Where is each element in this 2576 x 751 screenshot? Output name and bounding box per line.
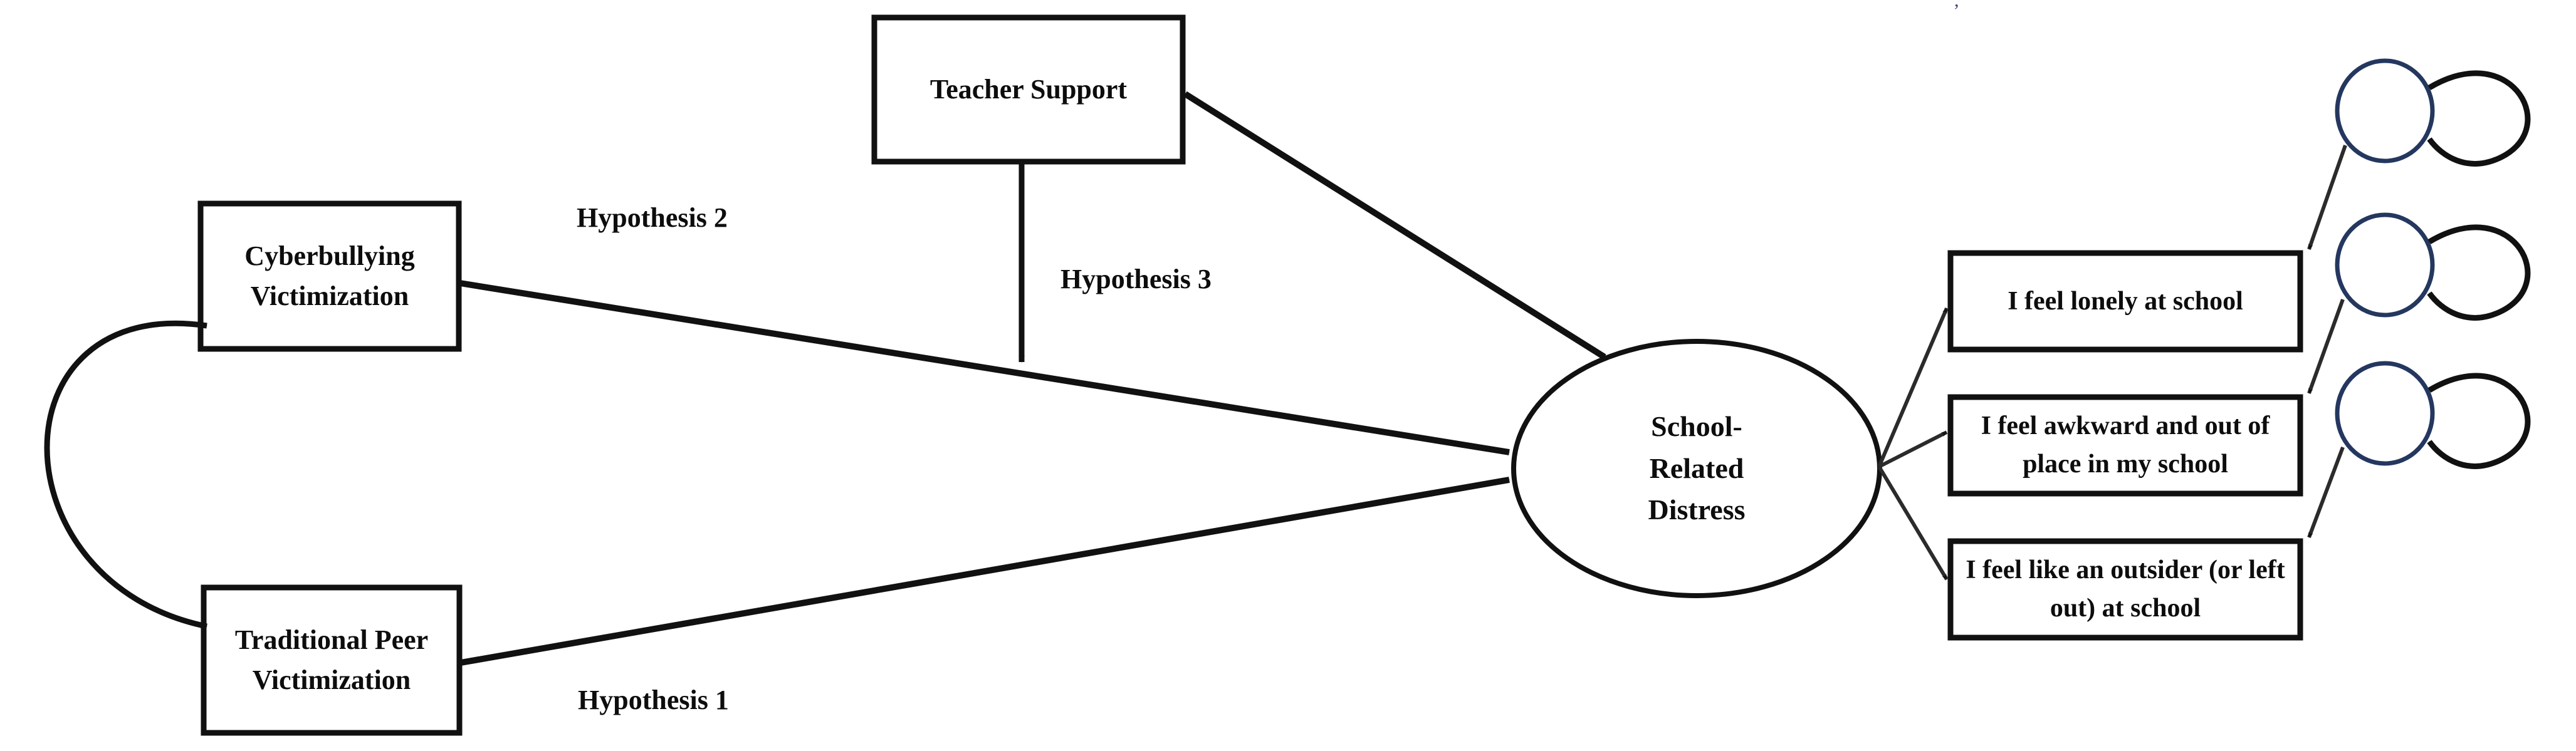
covariance-arc-predictors: [44, 320, 207, 629]
error-self-loop-outsider: [2427, 373, 2531, 469]
error-circle-awkward[interactable]: [2335, 212, 2435, 318]
error-circle-outsider[interactable]: [2335, 361, 2435, 466]
loading-arrow-awkward: [1878, 430, 1948, 469]
path-teacher-support-to-distress: [1183, 91, 1606, 360]
path-hypothesis-2-arrow: [459, 280, 1510, 455]
node-teacher-support[interactable]: [871, 14, 1186, 165]
path-hypothesis-1-arrow: [460, 477, 1510, 666]
error-self-loop-lonely: [2427, 70, 2531, 167]
error-arrow-awkward: [2307, 298, 2345, 395]
node-cyberbullying-victimization[interactable]: [197, 200, 462, 352]
node-traditional-peer-victimization[interactable]: [201, 584, 463, 736]
node-indicator-lonely[interactable]: [1947, 250, 2303, 353]
error-arrow-outsider: [2307, 446, 2345, 539]
node-school-related-distress[interactable]: [1511, 339, 1882, 598]
error-circle-lonely[interactable]: [2335, 58, 2435, 163]
label-hypothesis-3: Hypothesis 3: [1060, 264, 1212, 294]
label-hypothesis-2: Hypothesis 2: [577, 202, 728, 233]
node-indicator-awkward[interactable]: [1947, 394, 2303, 497]
node-indicator-outsider[interactable]: [1947, 538, 2303, 641]
scan-artifact: ,: [1954, 0, 1959, 11]
error-self-loop-awkward: [2427, 224, 2531, 321]
loading-arrow-lonely: [1877, 307, 1949, 468]
error-arrow-lonely: [2307, 145, 2347, 250]
label-hypothesis-1: Hypothesis 1: [578, 685, 729, 715]
loading-arrow-outsider: [1877, 465, 1949, 581]
